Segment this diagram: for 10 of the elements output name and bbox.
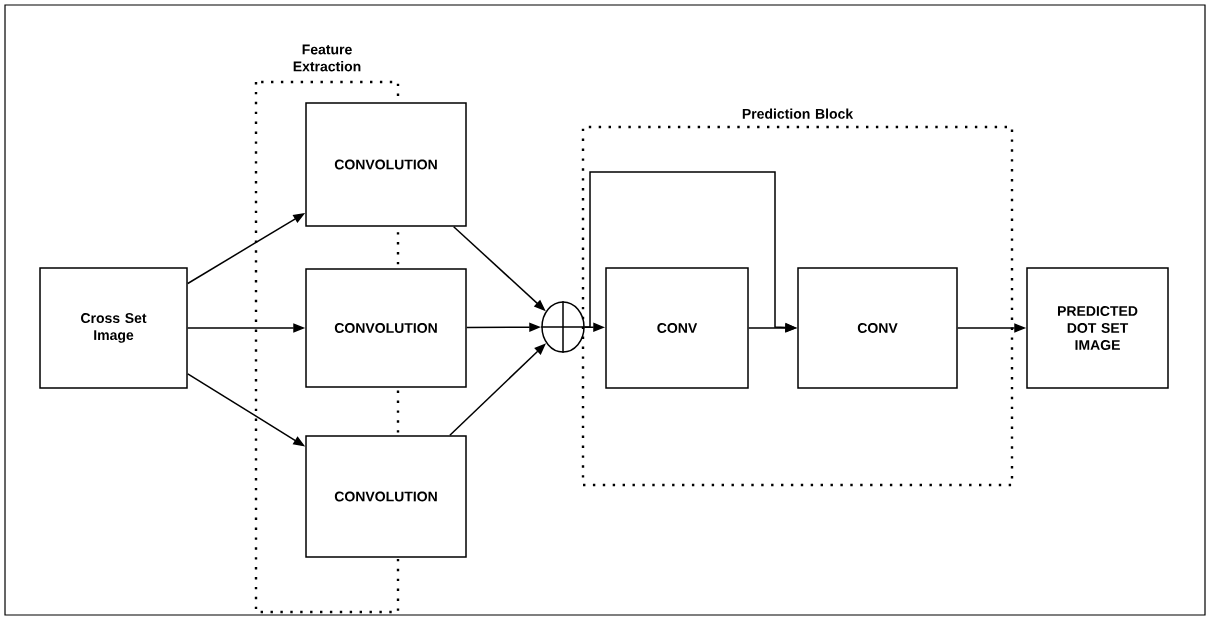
sum-junction: [540, 300, 586, 354]
process-box: CONVOLUTION: [305, 435, 467, 558]
process-box: Cross Set Image: [39, 267, 188, 389]
process-box: PREDICTED DOT SET IMAGE: [1026, 267, 1169, 389]
group-heading: Prediction Block: [742, 108, 854, 119]
group-heading: Feature Extraction: [293, 44, 361, 72]
process-box: CONV: [605, 267, 749, 389]
process-box: CONVOLUTION: [305, 268, 467, 388]
process-box: CONVOLUTION: [305, 102, 467, 227]
process-box: CONV: [797, 267, 958, 389]
